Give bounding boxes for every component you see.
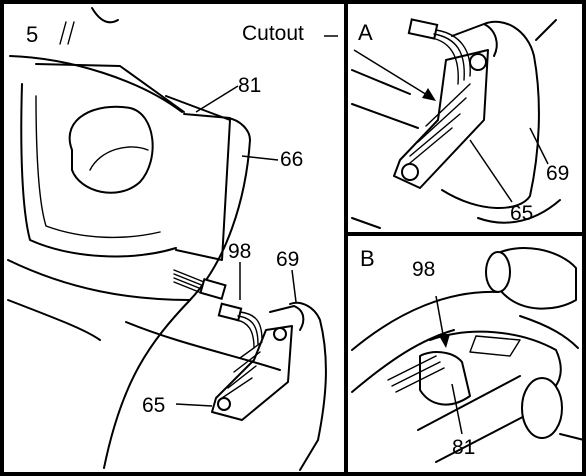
panel-a-letter: A <box>358 20 373 45</box>
hood-inner-outline <box>36 96 160 237</box>
label-69-main: 69 <box>276 248 299 271</box>
panel-b: B 98 81 <box>352 246 584 462</box>
panel-b-label-81: 81 <box>452 436 475 459</box>
part-66-beam-top <box>184 114 230 118</box>
panel-a: A 69 65 <box>352 19 569 228</box>
panel-a-cutout-arrow <box>354 50 432 98</box>
part-81-plate <box>166 96 230 260</box>
connector-left <box>200 279 225 299</box>
panel-b-wires <box>388 356 444 392</box>
label-81-main: 81 <box>238 74 261 97</box>
panel-b-letter: B <box>360 246 375 271</box>
frame-rail-inner <box>36 64 184 112</box>
step-number: 5 <box>26 22 38 47</box>
part-65-bracket-detail <box>222 342 262 398</box>
panel-a-ribbon <box>432 30 470 84</box>
panel-a-leader-65 <box>470 140 512 202</box>
panel-a-rail-top <box>352 70 410 94</box>
panel-b-leader-81 <box>452 384 462 434</box>
panel-b-roller-end <box>486 252 510 292</box>
panel-a-rail-mid <box>352 104 418 128</box>
panel-b-right-line <box>560 434 584 440</box>
panel-a-label-65: 65 <box>510 202 533 225</box>
panel-b-roller-bottom <box>418 376 540 462</box>
lower-rail <box>8 260 190 300</box>
label-65-main: 65 <box>142 394 165 417</box>
connector-upper <box>219 304 241 320</box>
panel-a-rail-low <box>352 218 380 228</box>
main-panel-border <box>2 2 346 474</box>
label-cutout: Cutout <box>242 22 304 45</box>
panel-b-insert-arrow <box>436 296 444 340</box>
panel-a-border <box>346 2 584 234</box>
panel-a-screw-lower <box>402 164 418 180</box>
part-69-housing <box>290 303 326 470</box>
dome-fold <box>90 147 148 170</box>
leader-81-main <box>196 86 238 112</box>
panel-b-roller-bottom-end <box>522 378 562 438</box>
label-98-main: 98 <box>228 240 251 263</box>
screw-upper <box>274 328 286 340</box>
left-edge-strokes <box>60 22 74 44</box>
panel-a-screw-upper <box>470 54 486 70</box>
panel-a-rail-right <box>536 20 556 40</box>
screw-lower <box>218 398 230 410</box>
panel-a-connector <box>409 19 437 38</box>
panel-b-insert-arrowhead <box>438 334 450 348</box>
leader-65-main <box>176 404 212 406</box>
top-arc <box>92 8 118 22</box>
lower-rail-2 <box>8 300 100 340</box>
leader-69-main <box>292 270 296 302</box>
panel-a-housing-69 <box>442 22 539 208</box>
panel-b-frame-right <box>520 316 578 348</box>
panel-a-cutout-arrowhead <box>422 88 436 101</box>
panel-b-frame-lower <box>352 330 454 392</box>
label-66: 66 <box>280 148 303 171</box>
panel-b-label-98: 98 <box>412 258 435 281</box>
panel-b-slot <box>470 336 520 356</box>
panel-a-label-69: 69 <box>546 162 569 185</box>
hood-body-outline <box>21 84 176 256</box>
dome <box>70 107 153 193</box>
main-panel: 5 Cutout 81 66 98 69 65 <box>8 8 338 470</box>
